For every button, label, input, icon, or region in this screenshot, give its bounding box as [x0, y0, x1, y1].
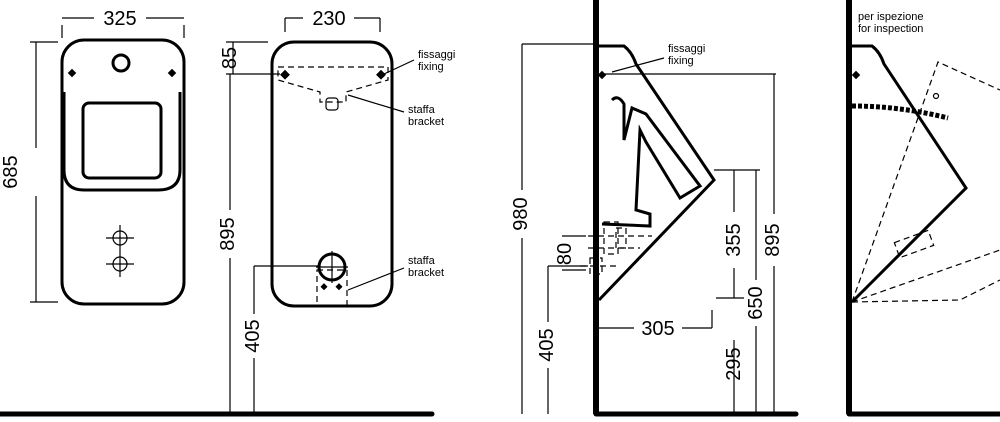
inspection-view: per ispezione for inspection	[846, 0, 1000, 417]
inspection-chain	[851, 103, 949, 121]
front-top-hole	[111, 53, 131, 73]
front-fixing-left	[67, 68, 77, 78]
inspection-note-en: for inspection	[858, 23, 923, 35]
back-note-bracket-top-it: staffa	[408, 104, 436, 116]
back-view: 230 85 895 405 fissaggi fixing staffa br…	[217, 8, 455, 412]
back-note-bracket-bottom-en: bracket	[408, 267, 444, 279]
front-view: 325 685	[0, 8, 186, 306]
front-height-dim: 685	[0, 155, 22, 188]
back-lower-bracket	[316, 269, 348, 307]
inspection-note-it: per ispezione	[858, 11, 923, 23]
side-bowl-inner	[601, 96, 703, 228]
back-note-fixing-it: fissaggi	[418, 49, 455, 61]
front-bowl-outline	[62, 92, 182, 192]
side-note-fixing-en: fixing	[668, 55, 694, 67]
back-upper-bracket	[277, 66, 389, 103]
back-note-bracket-bottom-it: staffa	[408, 255, 436, 267]
inspection-tilted-outline	[851, 61, 1000, 303]
back-drain-height-dim: 405	[242, 319, 264, 352]
side-drain-height-dim: 405	[536, 328, 558, 361]
back-fixing-left	[280, 69, 290, 80]
back-fixing-right	[376, 69, 386, 80]
side-depth-dim: 305	[641, 318, 674, 340]
back-bracket-hook	[325, 97, 339, 111]
side-view: fissaggi fixing 980 80 405 305	[510, 0, 799, 417]
side-urinal-profile	[597, 44, 716, 302]
front-drain-crosses	[106, 225, 134, 277]
back-fixing-height-dim: 895	[217, 217, 239, 250]
back-note-bracket-top-en: bracket	[408, 116, 444, 128]
inspection-urinal-profile	[850, 44, 968, 304]
side-total-height-dim: 980	[510, 197, 532, 230]
back-note-fixing-en: fixing	[418, 61, 444, 73]
side-fixing-height-dim: 895	[762, 223, 784, 256]
front-urinal-body	[60, 38, 186, 306]
side-lip-from-floor-dim: 295	[723, 347, 745, 380]
front-fixing-right	[167, 68, 177, 78]
side-inlet-offset-dim: 80	[554, 243, 576, 265]
back-width-dim: 230	[312, 8, 345, 30]
side-inlet-fitting	[580, 221, 652, 275]
side-note-fixing-it: fissaggi	[668, 43, 705, 55]
front-bowl-opening	[81, 101, 163, 180]
side-lip-height-dim: 650	[745, 286, 767, 319]
side-lip-to-fixing-dim: 355	[723, 223, 745, 256]
back-top-dim: 85	[219, 47, 241, 69]
front-width-dim: 325	[103, 8, 136, 30]
